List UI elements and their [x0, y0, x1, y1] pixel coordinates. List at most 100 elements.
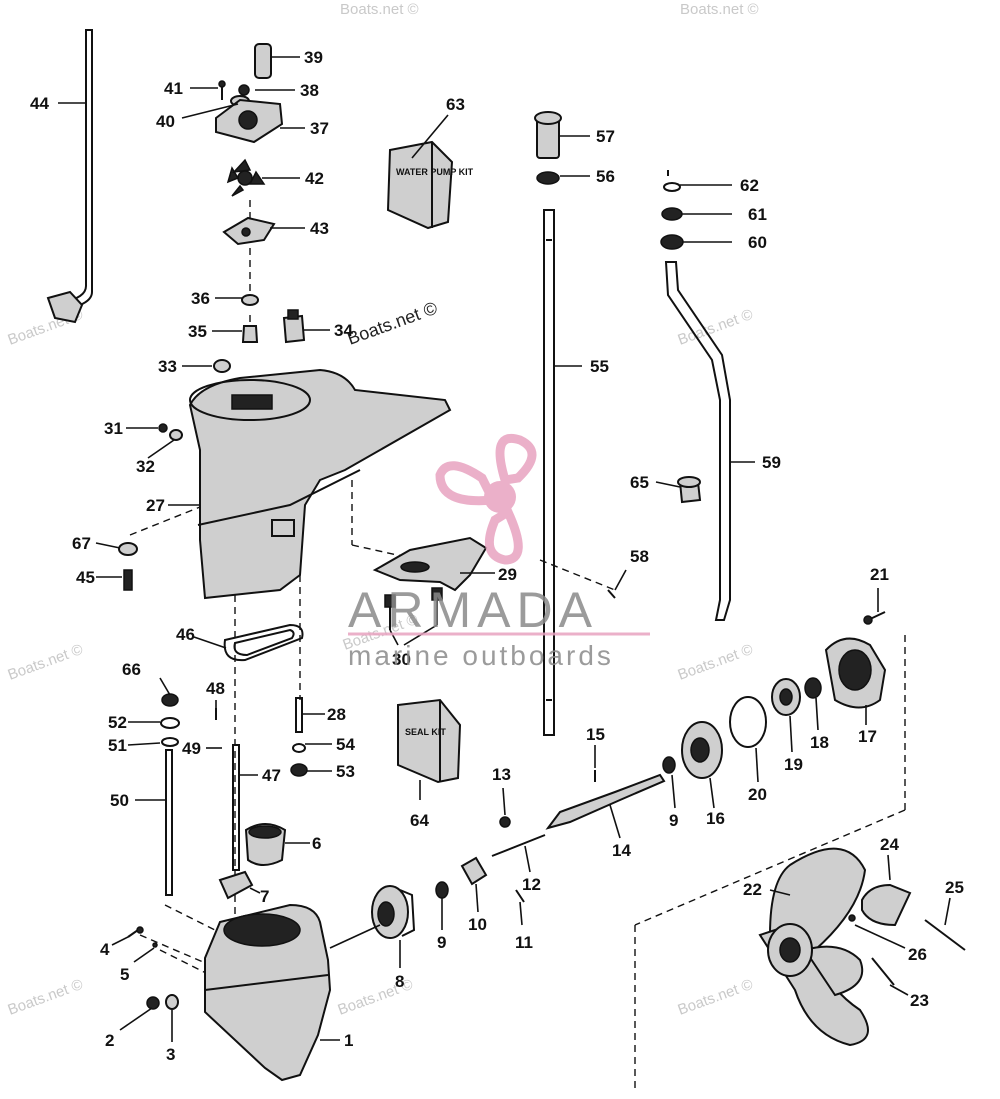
- part-label-11: 11: [515, 933, 533, 952]
- part-label-21: 21: [870, 565, 889, 584]
- part-label-47: 47: [262, 766, 281, 785]
- propeller-shaft: [545, 773, 666, 830]
- part-label-61: 61: [748, 205, 767, 224]
- water-tube: [254, 43, 272, 79]
- gear-housing: [204, 903, 332, 1082]
- part-label-58: 58: [630, 547, 649, 566]
- part-label-31: 31: [104, 419, 123, 438]
- part-label-63: 63: [446, 95, 465, 114]
- part-label-9b: 9: [669, 811, 678, 830]
- part-label-56: 56: [596, 167, 615, 186]
- part-label-28: 28: [327, 705, 346, 724]
- water-pump-kit-box: WATER PUMP KIT: [386, 140, 474, 230]
- part-label-53: 53: [336, 762, 355, 781]
- leader-lines: [58, 56, 951, 1042]
- part-label-3: 3: [166, 1045, 175, 1064]
- part-label-37: 37: [310, 119, 329, 138]
- part-label-43: 43: [310, 219, 329, 238]
- part-label-32: 32: [136, 457, 155, 476]
- watermark-text: Boats.net ©: [340, 1, 419, 18]
- watermark-text: Boats.net ©: [676, 976, 756, 1019]
- part-label-55: 55: [590, 357, 609, 376]
- watermark-text: Boats.net ©: [345, 298, 440, 349]
- driveshaft: [543, 209, 555, 736]
- part-label-48: 48: [206, 679, 225, 698]
- shift-rod: [64, 29, 93, 312]
- bearing-carrier: [824, 637, 887, 709]
- kit-box-label: WATER PUMP KIT: [396, 167, 474, 177]
- watermark-text: Boats.net ©: [676, 641, 756, 684]
- part-label-60: 60: [748, 233, 767, 252]
- part-label-10: 10: [468, 915, 487, 934]
- part-label-30: 30: [392, 650, 411, 669]
- part-label-38: 38: [300, 81, 319, 100]
- part-label-16: 16: [706, 809, 725, 828]
- propeller-logo-icon: [435, 434, 537, 565]
- part-label-44: 44: [30, 94, 49, 113]
- part-label-13: 13: [492, 765, 511, 784]
- part-label-34: 34: [334, 321, 353, 340]
- part-label-52: 52: [108, 713, 127, 732]
- part-label-35: 35: [188, 322, 207, 341]
- part-label-40: 40: [156, 112, 175, 131]
- part-label-42: 42: [305, 169, 324, 188]
- part-label-8: 8: [395, 972, 404, 991]
- propeller: [758, 847, 869, 1047]
- part-label-6: 6: [312, 834, 321, 853]
- part-label-19: 19: [784, 755, 803, 774]
- part-label-54: 54: [336, 735, 355, 754]
- part-label-64: 64: [410, 811, 429, 830]
- part-label-7: 7: [260, 887, 269, 906]
- driveshaft-housing: [188, 368, 452, 600]
- part-label-17: 17: [858, 727, 877, 746]
- part-label-20: 20: [748, 785, 767, 804]
- forward-gear: [681, 721, 723, 779]
- part-label-51: 51: [108, 736, 127, 755]
- seal-kit-box: SEAL KIT: [397, 698, 462, 784]
- part-label-41: 41: [164, 79, 183, 98]
- stud: [165, 749, 173, 896]
- part-label-27: 27: [146, 496, 165, 515]
- part-label-4: 4: [100, 940, 110, 959]
- part-label-66: 66: [122, 660, 141, 679]
- part-label-14: 14: [612, 841, 631, 860]
- assembly-lines: [129, 200, 906, 1090]
- part-label-22: 22: [743, 880, 762, 899]
- part-label-12: 12: [522, 875, 541, 894]
- part-label-67: 67: [72, 534, 91, 553]
- anti-ventilation-plate: [372, 536, 488, 592]
- watermark-text: Boats.net ©: [676, 306, 756, 349]
- part-label-49: 49: [182, 739, 201, 758]
- shift-rod-coupler: [46, 290, 84, 324]
- part-label-29: 29: [498, 565, 517, 584]
- part-label-2: 2: [105, 1031, 114, 1050]
- part-label-1: 1: [344, 1031, 353, 1050]
- part-label-36: 36: [191, 289, 210, 308]
- part-number-labels: 1 2 3 4 5 6 7 8 9 9 10 11 12 13 14 15 16…: [30, 48, 964, 1064]
- part-label-23: 23: [910, 991, 929, 1010]
- gasket: [223, 623, 304, 662]
- watermark-layer: Boats.net © Boats.net © Boats.net © Boat…: [6, 1, 759, 1019]
- part-label-15: 15: [586, 725, 605, 744]
- part-label-18: 18: [810, 733, 829, 752]
- brand-name: ARMADA: [348, 582, 598, 638]
- watermark-text: Boats.net ©: [680, 1, 759, 18]
- part-label-25: 25: [945, 878, 964, 897]
- part-label-39: 39: [304, 48, 323, 67]
- part-label-46: 46: [176, 625, 195, 644]
- part-label-65: 65: [630, 473, 649, 492]
- parts-drawings: WATER PUMP KIT SEAL KIT: [46, 29, 966, 1082]
- brand-watermark: ARMADA marine outboards: [348, 434, 650, 671]
- o-ring: [729, 696, 767, 748]
- part-label-57: 57: [596, 127, 615, 146]
- watermark-text: Boats.net ©: [6, 641, 86, 684]
- impeller: [226, 158, 266, 197]
- reverse-gear: [371, 885, 416, 939]
- part-label-59: 59: [762, 453, 781, 472]
- part-label-50: 50: [110, 791, 129, 810]
- part-label-45: 45: [76, 568, 95, 587]
- part-label-5: 5: [120, 965, 129, 984]
- part-label-33: 33: [158, 357, 177, 376]
- kit-box-label: SEAL KIT: [405, 727, 446, 737]
